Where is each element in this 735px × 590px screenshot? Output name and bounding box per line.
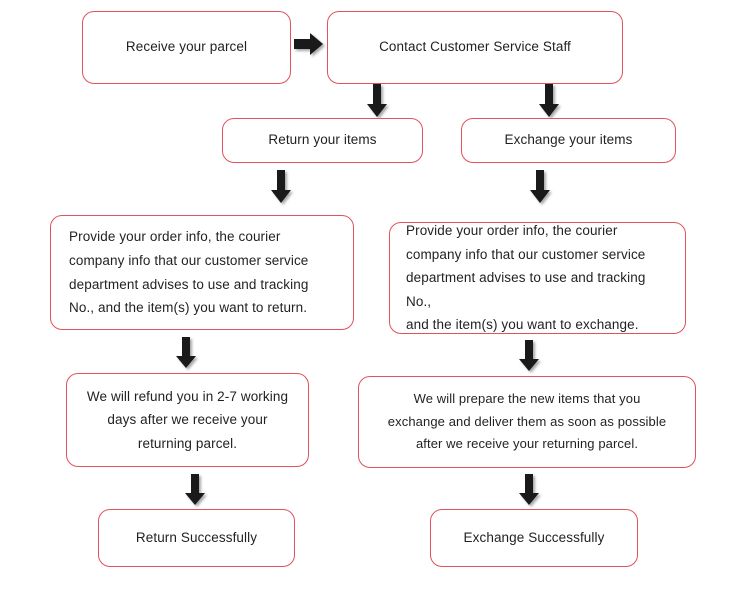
node-label: Receive your parcel [125,39,248,55]
node-label: Contact Customer Service Staff [379,39,571,55]
arrow-receive-to-contact [294,33,324,55]
node-prepare-note[interactable]: We will prepare the new items that you e… [358,376,696,468]
node-exchange-successfully[interactable]: Exchange Successfully [430,509,638,567]
node-return-info[interactable]: Provide your order info, the courier com… [50,215,354,330]
arrow-exchange-info-to-prepare [518,340,540,372]
node-receive-parcel[interactable]: Receive your parcel [82,11,291,84]
arrow-exchange-to-exchange-info [529,170,551,204]
node-label: Provide your order info, the courier com… [69,229,309,316]
arrow-contact-to-return [366,84,388,118]
node-label: We will refund you in 2-7 working days a… [86,388,289,451]
node-return-successfully[interactable]: Return Successfully [98,509,295,567]
arrow-return-to-return-info [270,170,292,204]
node-return-items[interactable]: Return your items [222,118,423,163]
node-refund-note[interactable]: We will refund you in 2-7 working days a… [66,373,309,467]
node-contact-staff[interactable]: Contact Customer Service Staff [327,11,623,84]
node-label: Return your items [268,132,377,148]
node-label: We will prepare the new items that you e… [387,391,667,452]
arrow-refund-to-return-success [184,474,206,506]
node-exchange-info[interactable]: Provide your order info, the courier com… [389,222,686,334]
arrow-prepare-to-exchange-success [518,474,540,506]
node-label: Exchange your items [504,132,633,148]
node-label: Return Successfully [135,529,258,545]
arrow-return-info-to-refund [175,337,197,369]
node-label: Exchange Successfully [463,529,605,545]
node-label: Provide your order info, the courier com… [406,222,646,333]
node-exchange-items[interactable]: Exchange your items [461,118,676,163]
arrow-contact-to-exchange [538,84,560,118]
